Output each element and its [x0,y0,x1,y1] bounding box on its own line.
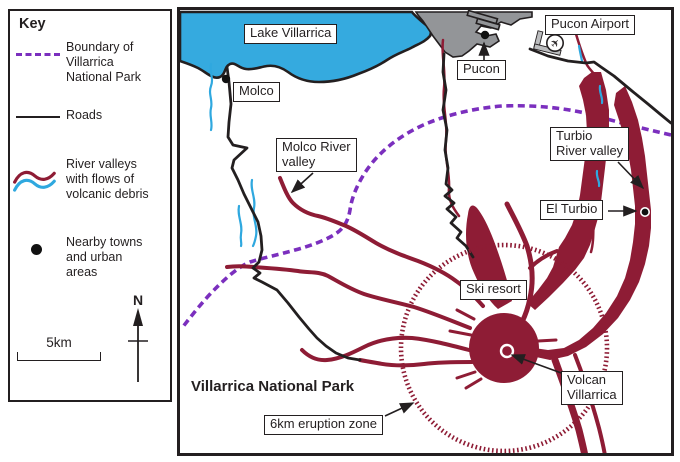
label-turbio-river-valley: Turbio River valley [550,127,630,162]
roads [225,47,671,362]
molco-town-dot [221,74,231,84]
key-item-river-valleys-label: River valleys with flows of volcanic deb… [66,157,149,201]
lake-villarrica-water [180,10,433,84]
scale-bar: 5km [17,335,101,361]
key-item-boundary-label: Boundary of Villarrica National Park [66,40,142,84]
label-pucon: Pucon [457,60,506,80]
label-arrows [290,41,645,417]
label-lake-villarrica: Lake Villarrica [244,24,338,44]
key-item-roads: Roads [10,108,170,132]
river-valley-waves-swatch [13,170,56,192]
pucon-urban-area [414,10,533,58]
label-villarrica-national-park: Villarrica National Park [191,378,355,395]
north-arrow-icon [128,308,148,382]
key-item-towns: Nearby towns and urban areas [10,235,170,295]
pucon-pier-2 [475,17,501,31]
boundary-dashed-line-swatch [16,53,60,56]
river-lines [208,44,604,248]
key-item-roads-label: Roads [66,108,103,122]
key-panel: Key Boundary of Villarrica National Park… [8,9,172,402]
compass-north-label: N [132,292,144,308]
label-pucon-airport: Pucon Airport [545,15,636,35]
scale-bracket [17,352,101,361]
key-item-towns-label: Nearby towns and urban areas [66,235,143,279]
label-ski-resort: Ski resort [460,280,527,300]
pucon-town-dot [480,30,490,40]
label-molco: Molco [233,82,280,102]
airport-runway [533,30,562,56]
airport-icon: ✈ [545,33,564,52]
key-title: Key [19,16,46,32]
el-turbio-town-dot [639,207,650,218]
label-el-turbio: El Turbio [540,200,604,220]
compass: N [123,292,153,391]
label-volcan-villarrica: Volcan Villarrica [561,371,623,406]
volcano-crater-icon [499,343,515,359]
label-molco-river-valley: Molco River valley [276,138,357,173]
road-line-swatch [16,116,60,118]
eruption-zone-ring [398,242,610,453]
label-6km-eruption-zone: 6km eruption zone [264,415,383,435]
map-panel: ✈ Lake Villarrica Molco Pucon Pucon Airp… [177,7,674,456]
scale-label: 5km [46,335,72,350]
key-item-river-valleys: River valleys with flows of volcanic deb… [10,157,170,217]
volcano-villarrica-symbol [469,313,539,383]
town-dot-swatch [31,244,42,255]
key-item-boundary: Boundary of Villarrica National Park [10,40,170,100]
